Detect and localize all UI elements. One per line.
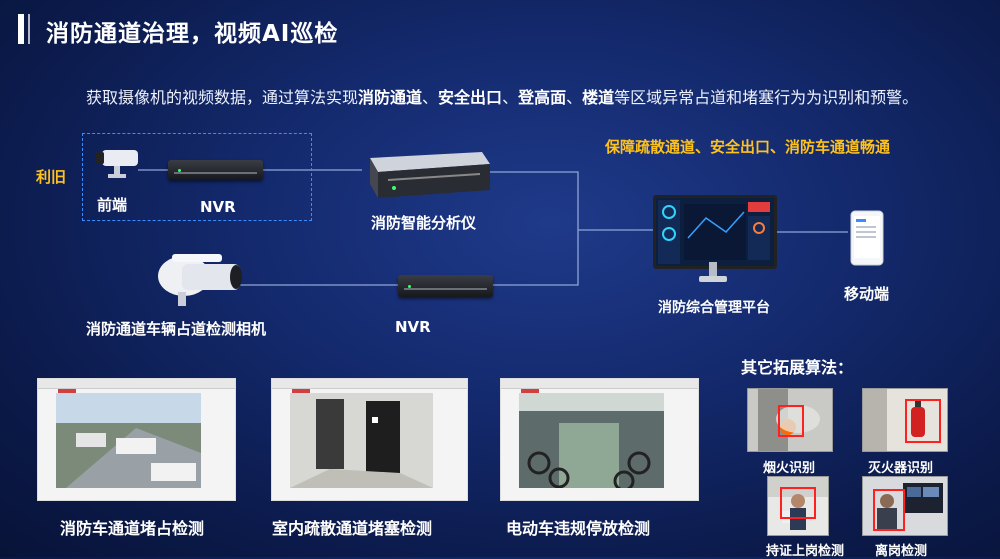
fire-lane-scene-image [56,393,201,488]
front-end-label: 前端 [97,196,128,214]
reuse-dashed-box [82,133,312,221]
detection-box [778,405,804,437]
nvr-device-bottom [398,275,493,297]
nvr-device-top [168,160,263,180]
case-screenshot-indoor-exit [271,378,468,501]
detection-box [873,489,905,531]
detection-box [780,487,816,519]
indoor-corridor-image [290,393,433,488]
intro-keyword-climbing-surface: 登高面 [518,88,567,107]
ext-label-off-duty: 离岗检测 [875,544,928,559]
analyzer-label: 消防智能分析仪 [371,214,477,232]
monitor-stand-icon [699,262,727,282]
case-caption-fire-lane: 消防车通道堵占检测 [60,519,205,538]
off-duty-image [877,483,943,530]
case-caption-indoor-exit: 室内疏散通道堵塞检测 [272,519,433,538]
intro-sep: 、 [566,88,583,107]
thumb-off-duty [862,476,948,536]
intro-sep: 、 [502,88,519,107]
title-accent-bar [18,14,24,44]
intro-keyword-stairway: 楼道 [582,88,615,107]
platform-monitor-screen [653,195,777,269]
nvr-bottom-label: NVR [395,318,431,336]
ebike-parking-image [519,393,664,488]
extensions-title: 其它拓展算法： [741,358,854,377]
vehicle-detection-camera-icon [158,254,242,306]
case-caption-ebike: 电动车违规停放检测 [506,519,651,538]
thumb-certified-duty [767,476,829,536]
intro-text: 获取摄像机的视频数据，通过算法实现消防通道、安全出口、登高面、楼道等区域异常占道… [86,84,918,108]
ext-label-extinguisher: 灭火器识别 [868,461,934,476]
intro-prefix: 获取摄像机的视频数据，通过算法实现 [86,88,359,107]
title-accent-bar-thin [28,14,30,44]
reuse-label: 利旧 [36,168,67,186]
intro-keyword-fire-lane: 消防通道 [358,88,423,107]
nvr-top-label: NVR [200,198,236,216]
platform-label: 消防综合管理平台 [658,300,770,316]
detection-box [905,399,941,443]
intro-sep: 、 [422,88,439,107]
ext-label-smoke-fire: 烟火识别 [763,461,816,476]
goal-text: 保障疏散通道、安全出口、消防车通道畅通 [605,138,891,156]
smoke-fire-image [758,389,820,451]
vehicle-camera-label: 消防通道车辆占道检测相机 [86,320,267,338]
mobile-phone-icon [850,210,884,266]
intro-suffix: 等区域异常占道和堵塞行为为识别和预警。 [614,88,919,107]
page-title: 消防通道治理，视频AI巡检 [46,21,339,47]
case-screenshot-fire-lane [37,378,236,501]
bullet-camera-icon [96,150,138,178]
analyzer-device-icon [370,152,490,198]
dashboard-graphic [658,200,770,264]
extinguisher-image [863,389,925,451]
mobile-label: 移动端 [844,285,890,303]
case-screenshot-ebike [500,378,699,501]
ext-label-certified-duty: 持证上岗检测 [766,544,845,559]
intro-keyword-safety-exit: 安全出口 [438,88,503,107]
thumb-smoke-fire [747,388,833,452]
thumb-extinguisher [862,388,948,452]
